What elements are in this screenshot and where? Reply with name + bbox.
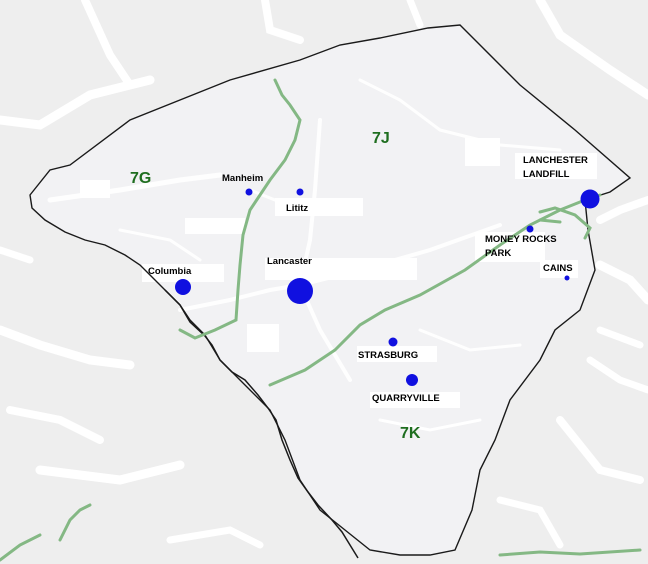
label-money-rocks-park-line1: MONEY ROCKS [485, 234, 557, 245]
marker-lancaster [287, 278, 313, 304]
label-lancaster: Lancaster [267, 256, 312, 267]
label-money-rocks-park-line2: PARK [485, 248, 511, 259]
southern-river-border [164, 289, 359, 559]
marker-cains [564, 275, 570, 281]
place-markers [175, 188, 600, 386]
label-lanchester-landfill-line2: LANDFILL [523, 169, 570, 180]
label-lititz: Lititz [286, 203, 308, 214]
label-boxes [80, 138, 597, 408]
county-border-line [29, 24, 632, 556]
marker-manheim [245, 188, 253, 196]
label-cains: CAINS [543, 263, 573, 274]
marker-lititz [296, 188, 304, 196]
zone-label-7g: 7G [130, 170, 151, 187]
marker-strasburg [388, 337, 398, 347]
zone-label-7k: 7K [400, 425, 421, 442]
zone-boundaries [0, 78, 642, 562]
marker-columbia [175, 279, 191, 295]
label-columbia: Columbia [148, 266, 192, 277]
zone-label-7j: 7J [372, 130, 390, 147]
label-lanchester-landfill-line1: LANCHESTER [523, 155, 588, 166]
label-strasburg: STRASBURG [358, 350, 418, 361]
background-roads [0, 0, 648, 549]
label-manheim: Manheim [222, 173, 263, 184]
marker-quarryville [406, 374, 418, 386]
marker-lanchester-landfill [580, 189, 600, 209]
marker-money-rocks-park [526, 225, 534, 233]
label-quarryville: QUARRYVILLE [372, 393, 440, 404]
